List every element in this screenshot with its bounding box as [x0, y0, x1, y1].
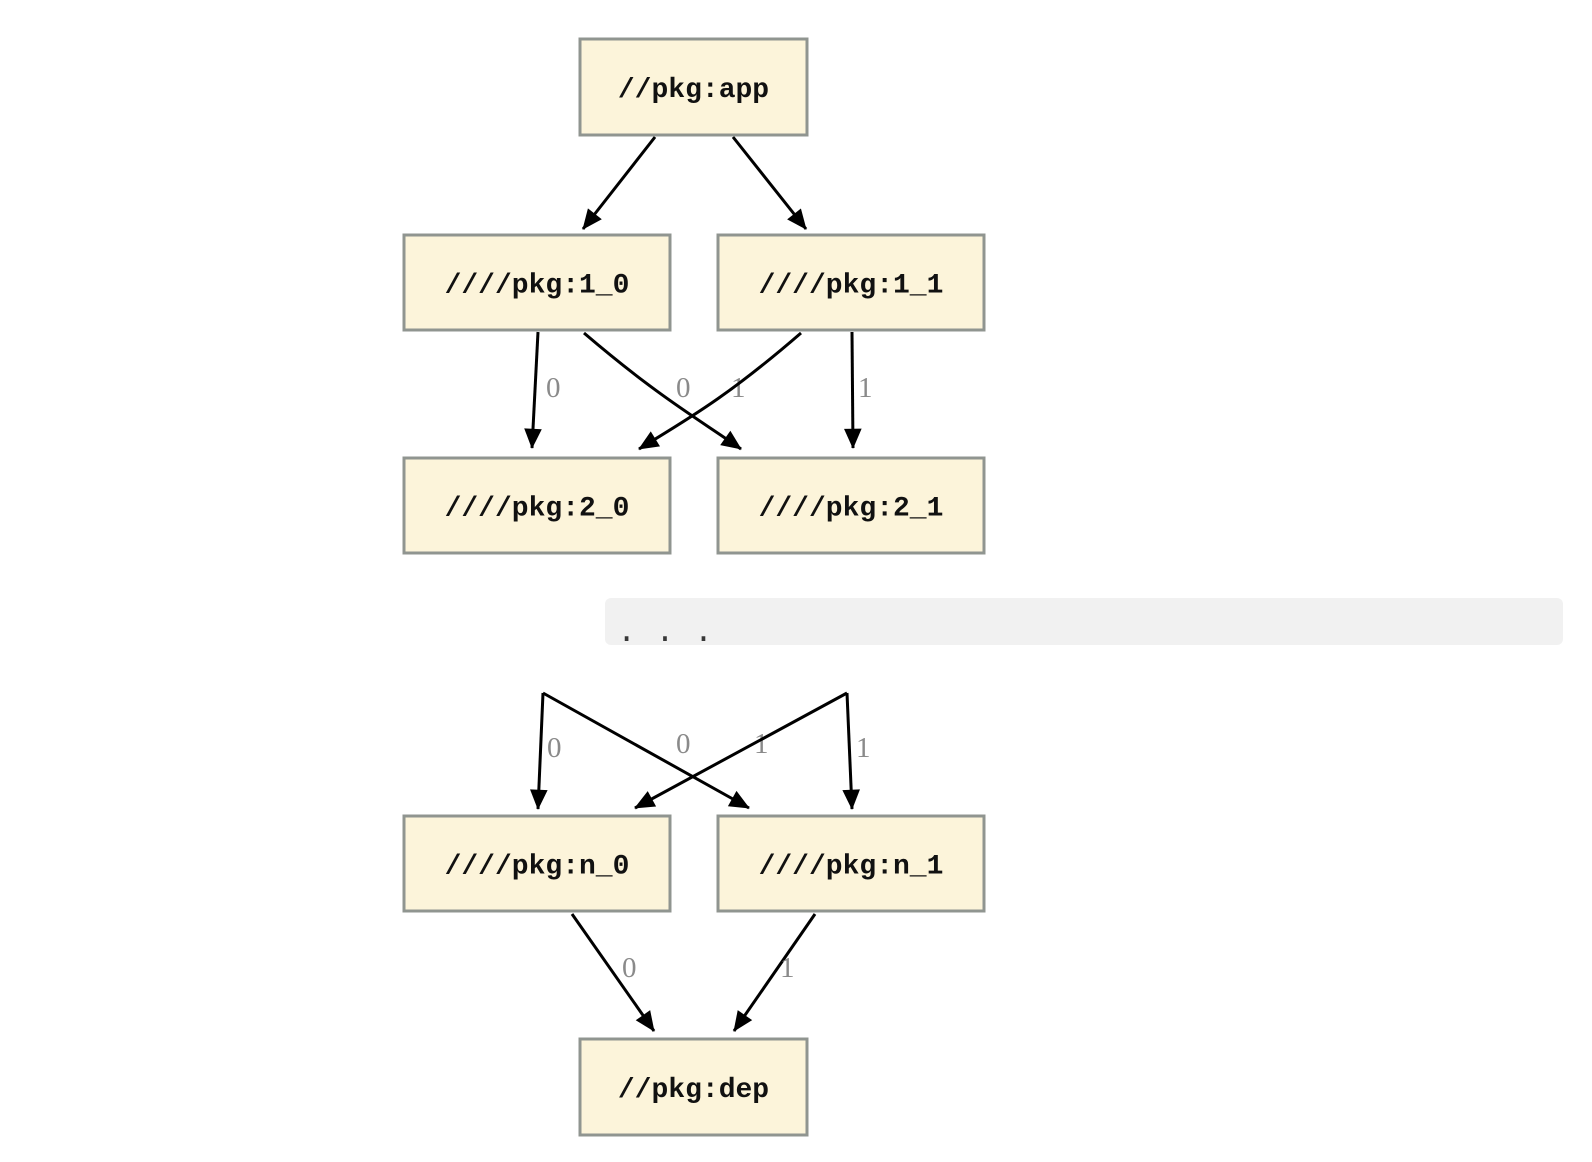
- node-l1_1: ////pkg:1_1: [716, 233, 986, 332]
- ellipsis-label: . . .: [617, 614, 713, 651]
- node-box: [716, 456, 986, 555]
- node-l2_0: ////pkg:2_0: [402, 456, 672, 555]
- node-box: [402, 814, 672, 913]
- node-box: [716, 233, 986, 332]
- edge-hidden-right-to-ln_1: 1: [842, 692, 871, 810]
- edge-label: 0: [676, 372, 691, 404]
- edge-line: [731, 136, 808, 230]
- node-app: //pkg:app: [578, 37, 809, 137]
- edge-l1_1-to-l2_0: 0: [638, 331, 802, 451]
- edge-line: [638, 331, 802, 451]
- node-l1_0: ////pkg:1_0: [402, 233, 672, 332]
- edge-label: 1: [754, 728, 769, 760]
- edge-ln_0-to-dep: 0: [570, 913, 656, 1032]
- node-ln_0: ////pkg:n_0: [402, 814, 672, 913]
- edge-ln_1-to-dep: 1: [732, 913, 817, 1032]
- edge-app-to-l1_1: [731, 136, 808, 230]
- nodes-layer: //pkg:app ////pkg:1_0 ////pkg:1_1 ////pkg:2…: [402, 37, 986, 1137]
- ellipsis-band-layer: . . .: [605, 598, 1563, 651]
- node-label: ////pkg:2_1: [759, 494, 944, 525]
- edge-label: 1: [780, 952, 795, 984]
- ellipsis-band: [605, 598, 1563, 645]
- edge-l1_1-to-l2_1: 1: [844, 331, 873, 449]
- node-box: [402, 233, 672, 332]
- edge-line: [581, 136, 657, 230]
- edge-label: 0: [546, 372, 561, 404]
- edge-line: [524, 331, 542, 449]
- node-dep: //pkg:dep: [578, 1037, 809, 1137]
- edge-app-to-l1_0: [581, 136, 657, 230]
- edge-line: [542, 691, 750, 810]
- edge-line: [570, 913, 656, 1032]
- edge-l1_0-to-l2_0: 0: [524, 331, 561, 449]
- node-label: ////pkg:2_0: [445, 494, 630, 525]
- node-box: [578, 1037, 809, 1137]
- edge-line: [583, 331, 742, 451]
- node-ln_1: ////pkg:n_1: [716, 814, 986, 913]
- node-box: [716, 814, 986, 913]
- node-label: ////pkg:n_0: [445, 852, 630, 883]
- edge-label: 1: [858, 372, 873, 404]
- edge-label: 0: [676, 728, 691, 760]
- node-l2_1: ////pkg:2_1: [716, 456, 986, 555]
- edge-hidden-left-to-ln_0: 0: [530, 692, 562, 810]
- edge-line: [844, 331, 862, 449]
- node-label: ////pkg:1_0: [445, 271, 630, 302]
- node-box: [402, 456, 672, 555]
- edge-hidden-left-to-ln_1: 1: [542, 691, 769, 810]
- edge-label: 0: [622, 952, 637, 984]
- edge-line: [634, 691, 848, 810]
- edge-label: 1: [856, 732, 871, 764]
- node-label: //pkg:app: [618, 75, 769, 106]
- node-label: ////pkg:n_1: [759, 852, 944, 883]
- edge-line: [842, 692, 860, 810]
- node-label: ////pkg:1_1: [759, 271, 944, 302]
- edge-label: 0: [547, 732, 562, 764]
- edge-line: [732, 913, 817, 1032]
- edge-line: [530, 692, 548, 810]
- node-label: //pkg:dep: [618, 1075, 769, 1106]
- edge-hidden-right-to-ln_0: 0: [634, 691, 848, 810]
- node-box: [578, 37, 809, 137]
